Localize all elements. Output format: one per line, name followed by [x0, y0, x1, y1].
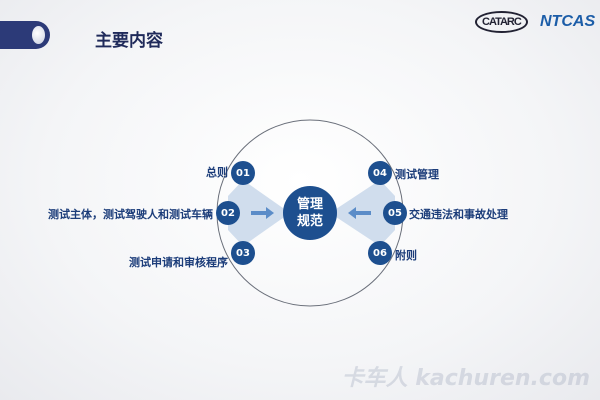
title-tab-decoration	[0, 21, 50, 49]
catarc-logo: CATARC	[475, 11, 528, 33]
watermark: 卡车人 kachuren.com	[341, 366, 590, 391]
item-label-05: 交通违法和事故处理	[409, 208, 508, 221]
page-title: 主要内容	[95, 31, 163, 51]
item-label-03: 测试申请和审核程序	[129, 256, 228, 269]
badge-01: 01	[231, 161, 255, 185]
item-label-04: 测试管理	[395, 168, 439, 181]
center-node: 管理 规范	[283, 186, 337, 240]
badge-02: 02	[216, 201, 240, 225]
badge-05: 05	[383, 201, 407, 225]
center-line1: 管理	[296, 197, 323, 212]
badge-06: 06	[368, 241, 392, 265]
item-label-06: 附则	[395, 249, 417, 262]
badge-04: 04	[368, 161, 392, 185]
right-arrow-icon	[251, 207, 274, 219]
left-arrow-icon	[348, 207, 371, 219]
center-line2: 规范	[296, 214, 323, 229]
item-label-01: 总则	[206, 166, 228, 179]
item-label-02: 测试主体，测试驾驶人和测试车辆	[48, 208, 213, 221]
ntcas-logo: NTCAS	[540, 13, 596, 30]
badge-03: 03	[231, 241, 255, 265]
